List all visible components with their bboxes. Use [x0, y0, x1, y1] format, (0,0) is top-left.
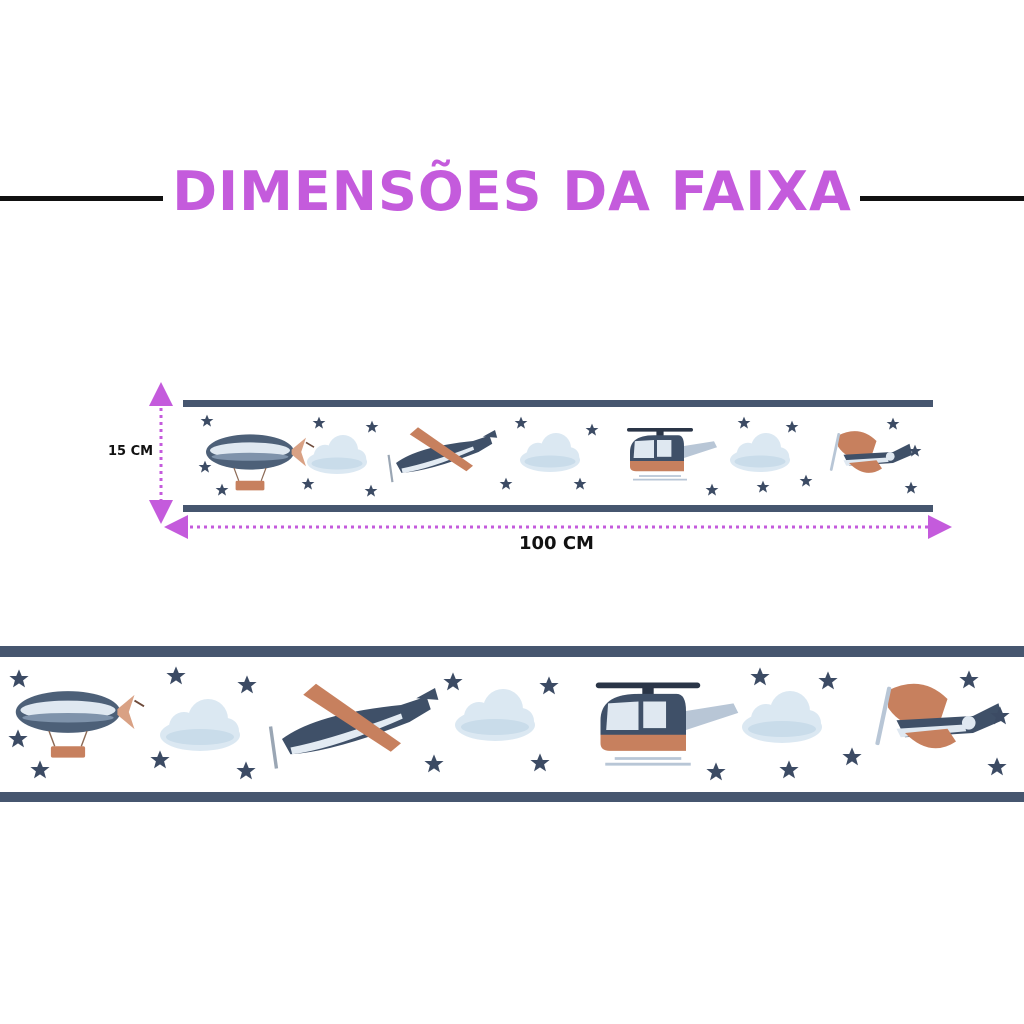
banner-preview: [183, 400, 933, 512]
biplane-icon: [875, 683, 1003, 749]
cloud-icon: [730, 433, 790, 472]
banner-top-stripe: [183, 400, 933, 407]
airplane-icon: [268, 683, 439, 769]
height-label: 15 CM: [108, 444, 154, 459]
cloud-icon: [160, 699, 240, 751]
airplane-icon: [387, 427, 498, 483]
helicopter-icon: [626, 427, 718, 481]
detail-top-stripe: [0, 646, 1024, 657]
zeppelin-icon: [205, 433, 315, 492]
page-title: DIMENSÕES DA FAIXA: [172, 160, 852, 223]
title-rule-right: [860, 196, 1024, 201]
banner-bottom-stripe: [183, 505, 933, 512]
width-label: 100 CM: [519, 533, 594, 554]
cloud-icon: [455, 689, 535, 741]
zeppelin-icon: [14, 690, 145, 759]
helicopter-icon: [594, 681, 740, 766]
biplane-icon: [829, 431, 913, 473]
banner-detail: [0, 646, 1024, 802]
title-rule-left: [0, 196, 163, 201]
cloud-icon: [520, 433, 580, 472]
detail-bottom-stripe: [0, 792, 1024, 802]
cloud-icon: [742, 691, 822, 743]
cloud-icon: [307, 435, 367, 474]
